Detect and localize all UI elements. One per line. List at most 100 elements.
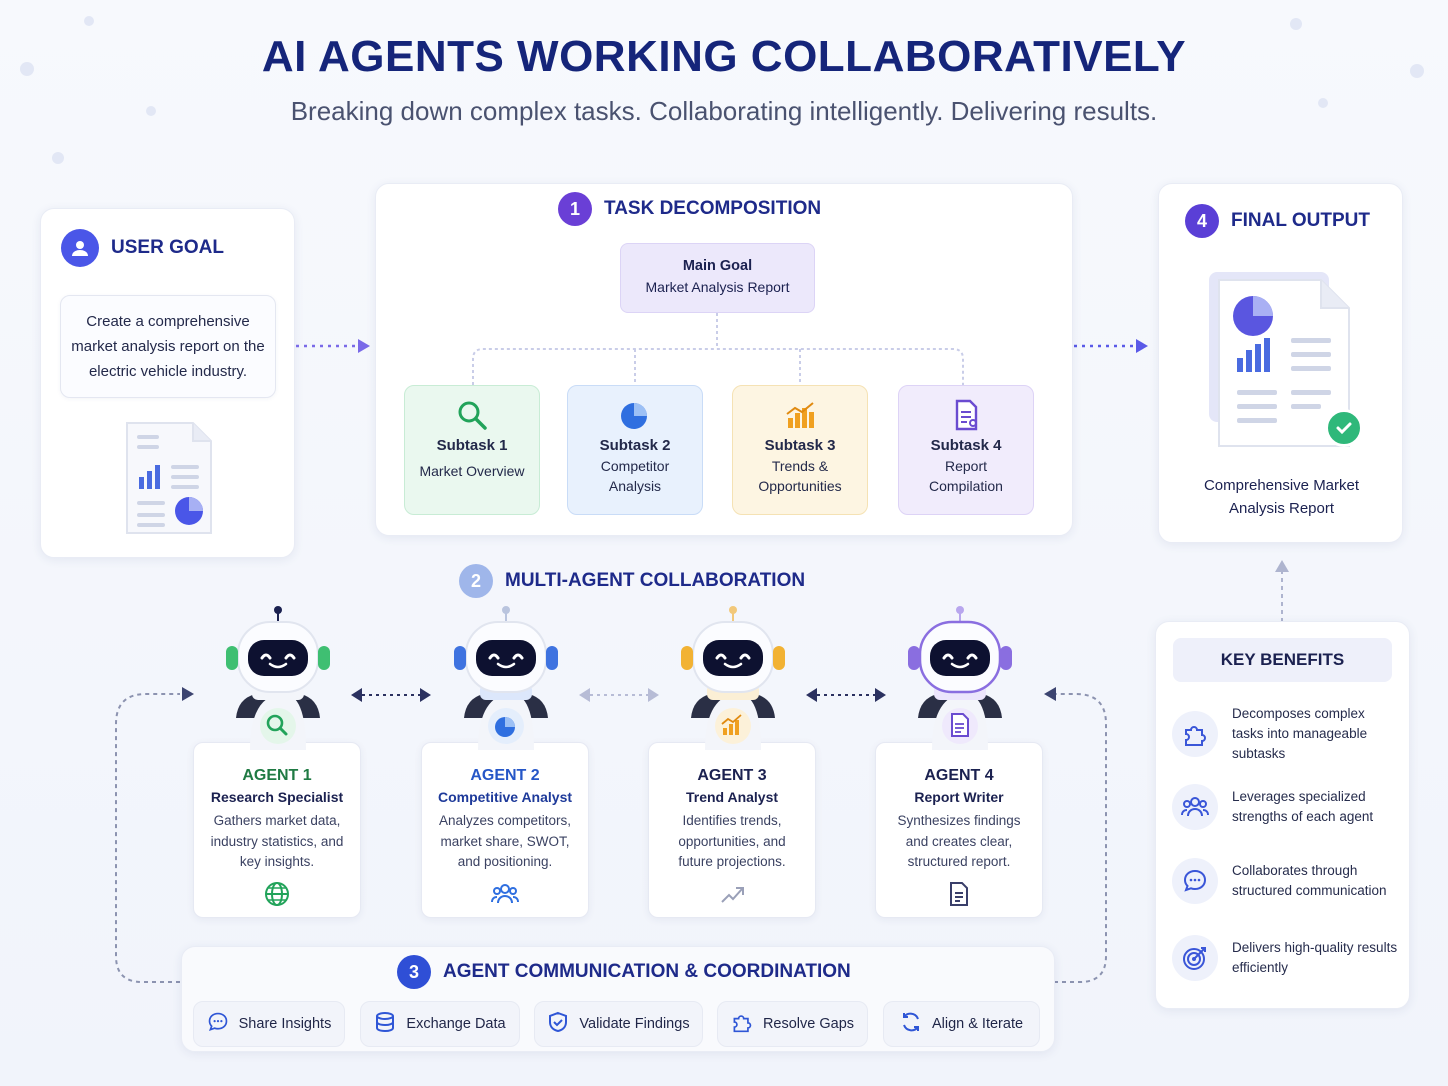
agent-desc: Identifies trends, opportunities, and fu… [678,813,786,869]
step-number-badge: 2 [459,564,493,598]
team-icon [422,881,588,907]
final-output-card: 4 FINAL OUTPUT Comprehensive Market Anal… [1158,183,1403,543]
subtask-card-3: Subtask 3 Trends & Opportunities [732,385,868,515]
decomposition-connector-lines [472,313,964,385]
agent-desc: Synthesizes findings and creates clear, … [897,813,1021,869]
check-icon [1325,409,1363,447]
subtask-desc: Report Compilation [929,458,1003,494]
resolve-gaps-chip[interactable]: Resolve Gaps [717,1001,868,1047]
share-insights-chip[interactable]: Share Insights [193,1001,345,1047]
benefit-item: Leverages specialized strengths of each … [1172,784,1398,830]
subtask-card-4: Subtask 4 Report Compilation [898,385,1034,515]
team-icon [1172,784,1218,830]
coordination-loop-left [115,687,194,983]
main-goal-label: Main Goal [682,258,753,274]
user-goal-header: USER GOAL [61,229,224,267]
step-number-badge: 4 [1185,204,1219,238]
user-goal-text-box: Create a comprehensive market analysis r… [60,295,276,398]
document-icon [876,881,1042,907]
step-number-badge: 3 [397,955,431,989]
globe-icon [194,881,360,907]
agent-desc: Gathers market data, industry statistics… [210,813,344,869]
final-output-header: 4 FINAL OUTPUT [1185,204,1370,238]
chip-label: Resolve Gaps [762,1016,855,1032]
subtask-title: Subtask 3 [764,437,836,454]
page-title: AI AGENTS WORKING COLLABORATIVELY [261,32,1187,81]
benefit-text: Delivers high-quality results efficientl… [1232,940,1398,975]
main-goal-value: Market Analysis Report [645,279,790,295]
validate-findings-chip[interactable]: Validate Findings [534,1001,703,1047]
agent-name: AGENT 4 [924,767,994,784]
subtask-card-1: Subtask 1 Market Overview [404,385,540,515]
final-report-icon [1209,272,1359,467]
communication-heading: AGENT COMMUNICATION & COORDINATION [443,961,851,982]
benefit-text: Collaborates through structured communic… [1232,863,1387,898]
agent-card-3: AGENT 3 Trend Analyst Identifies trends,… [648,742,816,918]
background-dot [1410,64,1424,78]
final-output-heading: FINAL OUTPUT [1231,210,1370,231]
robot-avatar-3 [681,606,785,750]
agent-link-1-2 [351,688,431,702]
puzzle-icon [1172,711,1218,757]
agent-name: AGENT 2 [470,767,540,784]
benefits-to-output-arrow [1275,560,1289,622]
benefit-item: Delivers high-quality results efficientl… [1172,935,1398,981]
main-goal-box: Main Goal Market Analysis Report [620,243,815,313]
user-goal-text: Create a comprehensive market analysis r… [71,313,265,380]
agent-role: Trend Analyst [685,789,779,805]
background-dot [146,106,156,116]
background-dot [1318,98,1328,108]
trend-icon [649,881,815,907]
agent-link-3-4 [806,688,886,702]
robot-avatar-2 [454,606,558,750]
key-benefits-heading: KEY BENEFITS [1173,638,1392,682]
final-output-caption: Comprehensive Market Analysis Report [1203,477,1360,517]
target-icon [1172,935,1218,981]
benefit-item: Collaborates through structured communic… [1172,858,1398,904]
benefit-item: Decomposes complex tasks into manageable… [1172,704,1398,764]
user-goal-heading: USER GOAL [111,237,224,258]
user-icon [61,229,99,267]
task-decomposition-header: 1 TASK DECOMPOSITION [558,192,821,226]
user-goal-card: USER GOAL Create a comprehensive market … [40,208,295,558]
subtask-desc: Market Overview [419,463,525,479]
exchange-data-chip[interactable]: Exchange Data [360,1001,520,1047]
agent-role: Competitive Analyst [437,789,573,805]
chat-icon [207,1011,229,1037]
multi-agent-header: 2 MULTI-AGENT COLLABORATION [459,564,805,598]
subtask-title: Subtask 1 [436,437,508,454]
robot-avatar-4 [908,606,1012,750]
agent-role: Research Specialist [210,789,344,805]
agent-card-2: AGENT 2 Competitive Analyst Analyzes com… [421,742,589,918]
align-iterate-chip[interactable]: Align & Iterate [883,1001,1040,1047]
subtask-card-2: Subtask 2 Competitor Analysis [567,385,703,515]
bar-chart-icon [783,398,817,432]
document-icon [949,398,983,432]
agent-card-4: AGENT 4 Report Writer Synthesizes findin… [875,742,1043,918]
chip-label: Align & Iterate [931,1016,1024,1032]
agent-card-1: AGENT 1 Research Specialist Gathers mark… [193,742,361,918]
agent-name: AGENT 3 [697,767,767,784]
pie-chart-icon [618,398,652,432]
coordination-loop-right [1044,687,1107,983]
subtask-desc: Competitor Analysis [600,458,670,494]
chat-icon [1172,858,1218,904]
agent-role: Report Writer [914,789,1004,805]
benefit-text: Decomposes complex tasks into manageable… [1232,706,1368,761]
step-number-badge: 1 [558,192,592,226]
benefit-text: Leverages specialized strengths of each … [1232,789,1374,824]
subtask-desc: Trends & Opportunities [758,458,842,494]
subtask-title: Subtask 4 [930,437,1002,454]
robot-avatar-1 [226,606,330,750]
page-subtitle: Breaking down complex tasks. Collaborati… [290,96,1158,126]
puzzle-icon [731,1011,753,1037]
refresh-icon [900,1011,922,1037]
task-decomposition-heading: TASK DECOMPOSITION [604,198,822,219]
chip-label: Validate Findings [579,1016,690,1032]
agent-link-2-3 [579,688,659,702]
flow-arrow-goal-to-decomposition [296,339,370,353]
agent-desc: Analyzes competitors, market share, SWOT… [438,813,572,869]
multi-agent-heading: MULTI-AGENT COLLABORATION [505,570,806,591]
background-dot [20,62,34,76]
background-dot [1290,18,1302,30]
